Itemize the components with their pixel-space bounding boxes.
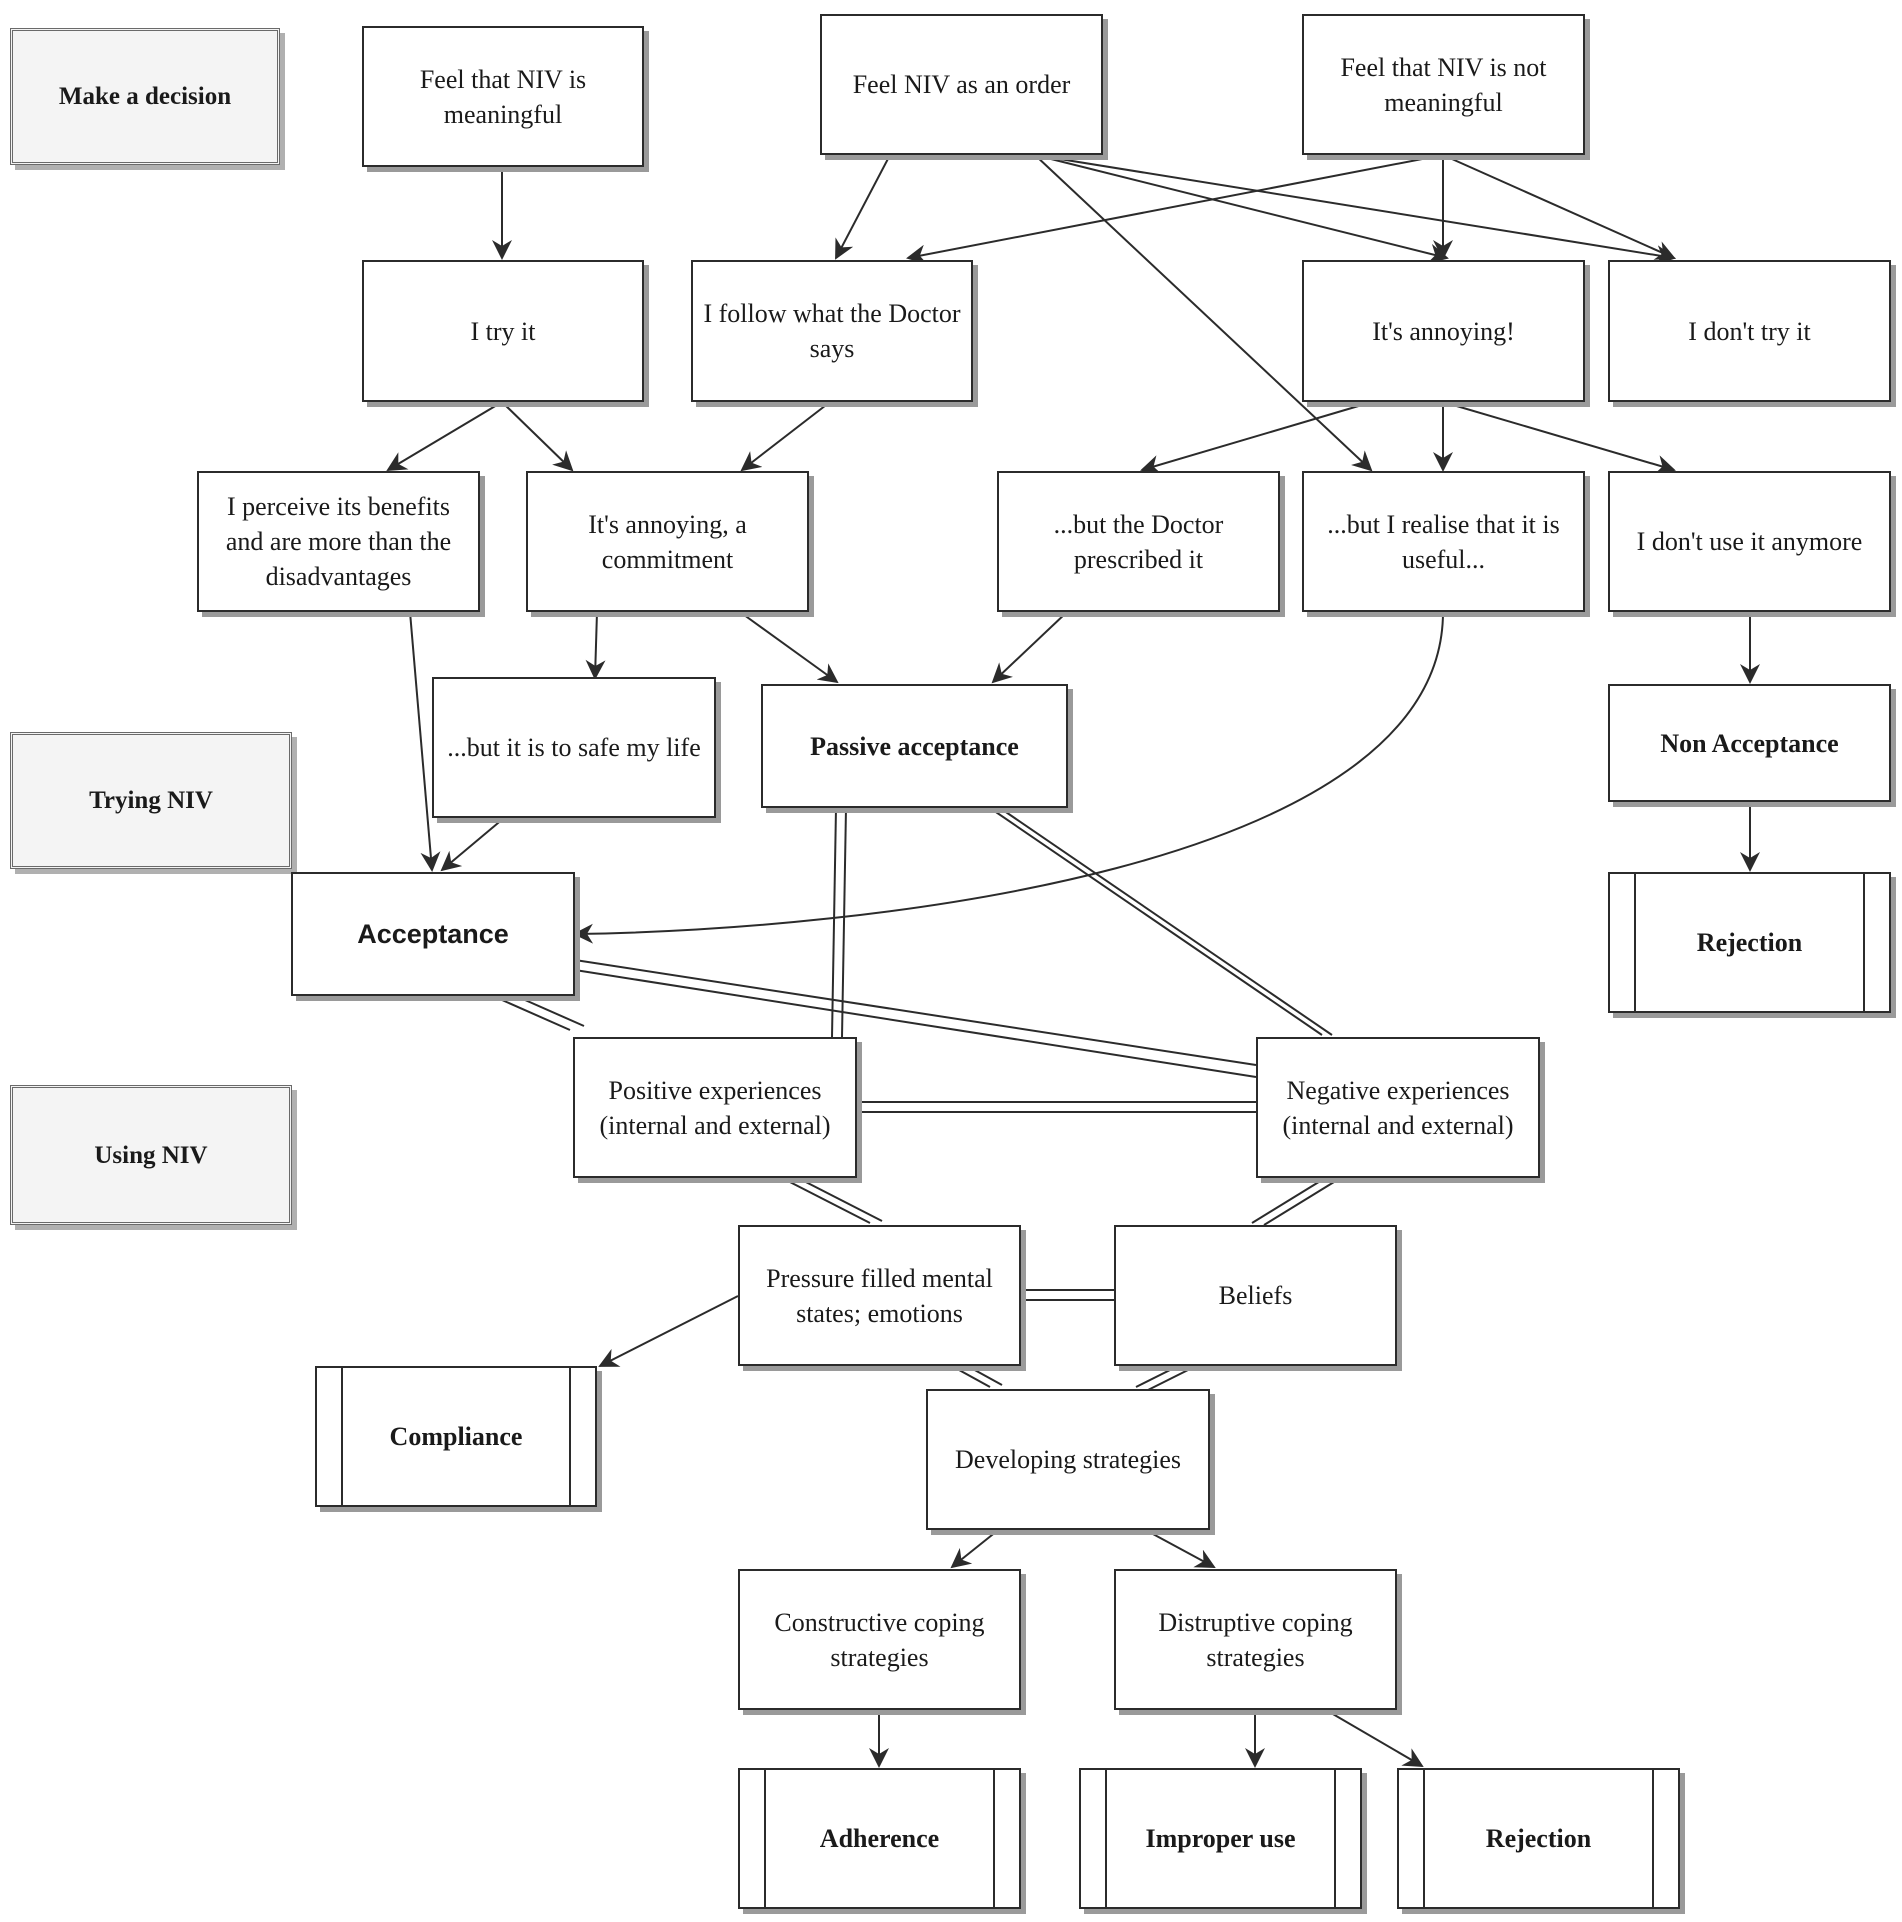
arrow-order-to-annoying — [1034, 154, 1449, 264]
node-label: Improper use — [1145, 1824, 1296, 1853]
node-rejection-top: Rejection — [1608, 872, 1891, 1013]
node-beliefs: Beliefs — [1114, 1225, 1397, 1366]
node-label: I perceive its benefits and are more tha… — [225, 492, 452, 591]
node-label: Rejection — [1696, 928, 1803, 957]
arrow-notmeaningful-to-follow — [906, 154, 1444, 265]
stage-label: Trying NIV — [89, 787, 213, 814]
node-dont-use-anymore: I don't use it anymore — [1608, 471, 1891, 612]
node-label: Developing strategies — [955, 1445, 1181, 1474]
node-label: It's annoying, a commitment — [588, 509, 747, 574]
node-label: It's annoying! — [1372, 316, 1515, 346]
stage-label: Using NIV — [94, 1141, 208, 1169]
node-label: Positive experiences (internal and exter… — [599, 1075, 831, 1140]
node-label: Acceptance — [357, 918, 509, 949]
node-annoying-commitment: It's annoying, a commitment — [526, 471, 809, 612]
link-negative-beliefs — [1251, 1179, 1335, 1226]
link-acceptance-negative — [574, 959, 1257, 1078]
arrow-notmeaningful-to-donttry — [1442, 154, 1676, 260]
node-label: I try it — [470, 316, 536, 346]
arrow-commitment-to-safelife — [585, 611, 606, 680]
arrow-order-to-donttry — [1034, 154, 1676, 266]
node-safe-my-life: ...but it is to safe my life — [432, 677, 716, 818]
node-compliance: Compliance — [315, 1366, 597, 1507]
arrow-annoying-to-dontuse — [1442, 401, 1676, 475]
node-feel-not-meaningful: Feel that NIV is not meaningful — [1302, 14, 1585, 155]
arrow-developing-to-constructive — [950, 1526, 1003, 1569]
node-label: Rejection — [1485, 1824, 1592, 1853]
node-label: Feel NIV as an order — [852, 70, 1071, 99]
node-adherence: Adherence — [738, 1768, 1021, 1909]
node-passive-acceptance: Passive acceptance — [761, 684, 1068, 808]
node-perceive-benefits: I perceive its benefits and are more tha… — [197, 471, 480, 612]
node-label: Adherence — [819, 1824, 940, 1853]
node-non-acceptance: Non Acceptance — [1608, 684, 1891, 802]
node-label: I don't use it anymore — [1636, 527, 1863, 556]
arrow-annoying-to-prescribed — [1140, 401, 1373, 475]
node-realise-useful: ...but I realise that it is useful... — [1302, 471, 1585, 612]
node-acceptance: Acceptance — [291, 872, 575, 996]
arrow-pressure-to-compliance — [598, 1295, 739, 1367]
arrow-try-to-benefits — [386, 401, 503, 472]
node-improper-use: Improper use — [1079, 1768, 1362, 1909]
node-negative-experiences: Negative experiences (internal and exter… — [1256, 1037, 1540, 1178]
node-label: Feel that NIV is meaningful — [419, 64, 587, 129]
link-positive-pressure — [785, 1177, 883, 1224]
arrow-follow-to-commitment — [740, 401, 831, 472]
node-label: I follow what the Doctor says — [703, 299, 961, 363]
node-label: ...but the Doctor prescribed it — [1053, 509, 1224, 574]
arrow-developing-to-disruptive — [1139, 1526, 1216, 1568]
node-label: Feel that NIV is not meaningful — [1340, 52, 1547, 117]
arrow-order-to-follow — [835, 154, 891, 260]
node-label: Distruptive coping strategies — [1158, 1607, 1353, 1672]
link-passive-positive — [831, 807, 847, 1038]
link-pressure-developing — [949, 1362, 1003, 1388]
stage-using-niv: Using NIV — [10, 1085, 292, 1225]
node-label: Passive acceptance — [810, 731, 1019, 761]
node-positive-experiences: Positive experiences (internal and exter… — [573, 1037, 857, 1178]
arrow-order-to-realise — [1034, 154, 1373, 472]
node-annoying: It's annoying! — [1302, 260, 1585, 402]
arrow-prescribed-to-passive — [991, 611, 1068, 684]
node-disruptive-coping: Distruptive coping strategies — [1114, 1569, 1397, 1710]
arrow-commitment-to-passive — [739, 611, 839, 684]
node-doctor-prescribed: ...but the Doctor prescribed it — [997, 471, 1280, 612]
arrow-safelife-to-acceptance — [440, 817, 505, 872]
node-label: Pressure filled mental states; emotions — [766, 1263, 993, 1328]
node-label: Non Acceptance — [1660, 728, 1839, 758]
node-feel-meaningful: Feel that NIV is meaningful — [362, 26, 644, 167]
stage-make-a-decision: Make a decision — [10, 28, 280, 165]
node-feel-order: Feel NIV as an order — [820, 14, 1103, 155]
node-dont-try: I don't try it — [1608, 260, 1891, 402]
arrow-disruptive-to-rejection — [1325, 1709, 1424, 1768]
node-rejection-bottom: Rejection — [1397, 1768, 1680, 1909]
stage-trying-niv: Trying NIV — [10, 732, 292, 869]
node-label: Compliance — [389, 1422, 523, 1451]
node-follow-doctor: I follow what the Doctor says — [691, 260, 973, 402]
node-try-it: I try it — [362, 260, 644, 402]
node-label: I don't try it — [1688, 316, 1811, 346]
link-passive-negative — [989, 807, 1333, 1036]
node-label: ...but it is to safe my life — [447, 733, 701, 762]
node-label: Negative experiences (internal and exter… — [1282, 1075, 1514, 1140]
node-label: ...but I realise that it is useful... — [1327, 509, 1560, 574]
arrow-try-to-commitment — [501, 401, 574, 472]
node-pressure-emotions: Pressure filled mental states; emotions — [738, 1225, 1021, 1366]
stage-label: Make a decision — [58, 83, 232, 110]
node-developing-strategies: Developing strategies — [926, 1389, 1210, 1530]
node-label: Beliefs — [1218, 1281, 1293, 1310]
arrow-benefits-to-acceptance — [409, 611, 441, 872]
link-pressure-beliefs — [1021, 1289, 1114, 1301]
link-positive-negative — [857, 1101, 1256, 1113]
link-beliefs-developing — [1135, 1364, 1191, 1392]
link-acceptance-positive — [501, 995, 585, 1031]
node-constructive-coping: Constructive coping strategies — [738, 1569, 1021, 1710]
arrow-realise-to-acceptance — [573, 611, 1444, 944]
node-label: Constructive coping strategies — [774, 1607, 985, 1672]
